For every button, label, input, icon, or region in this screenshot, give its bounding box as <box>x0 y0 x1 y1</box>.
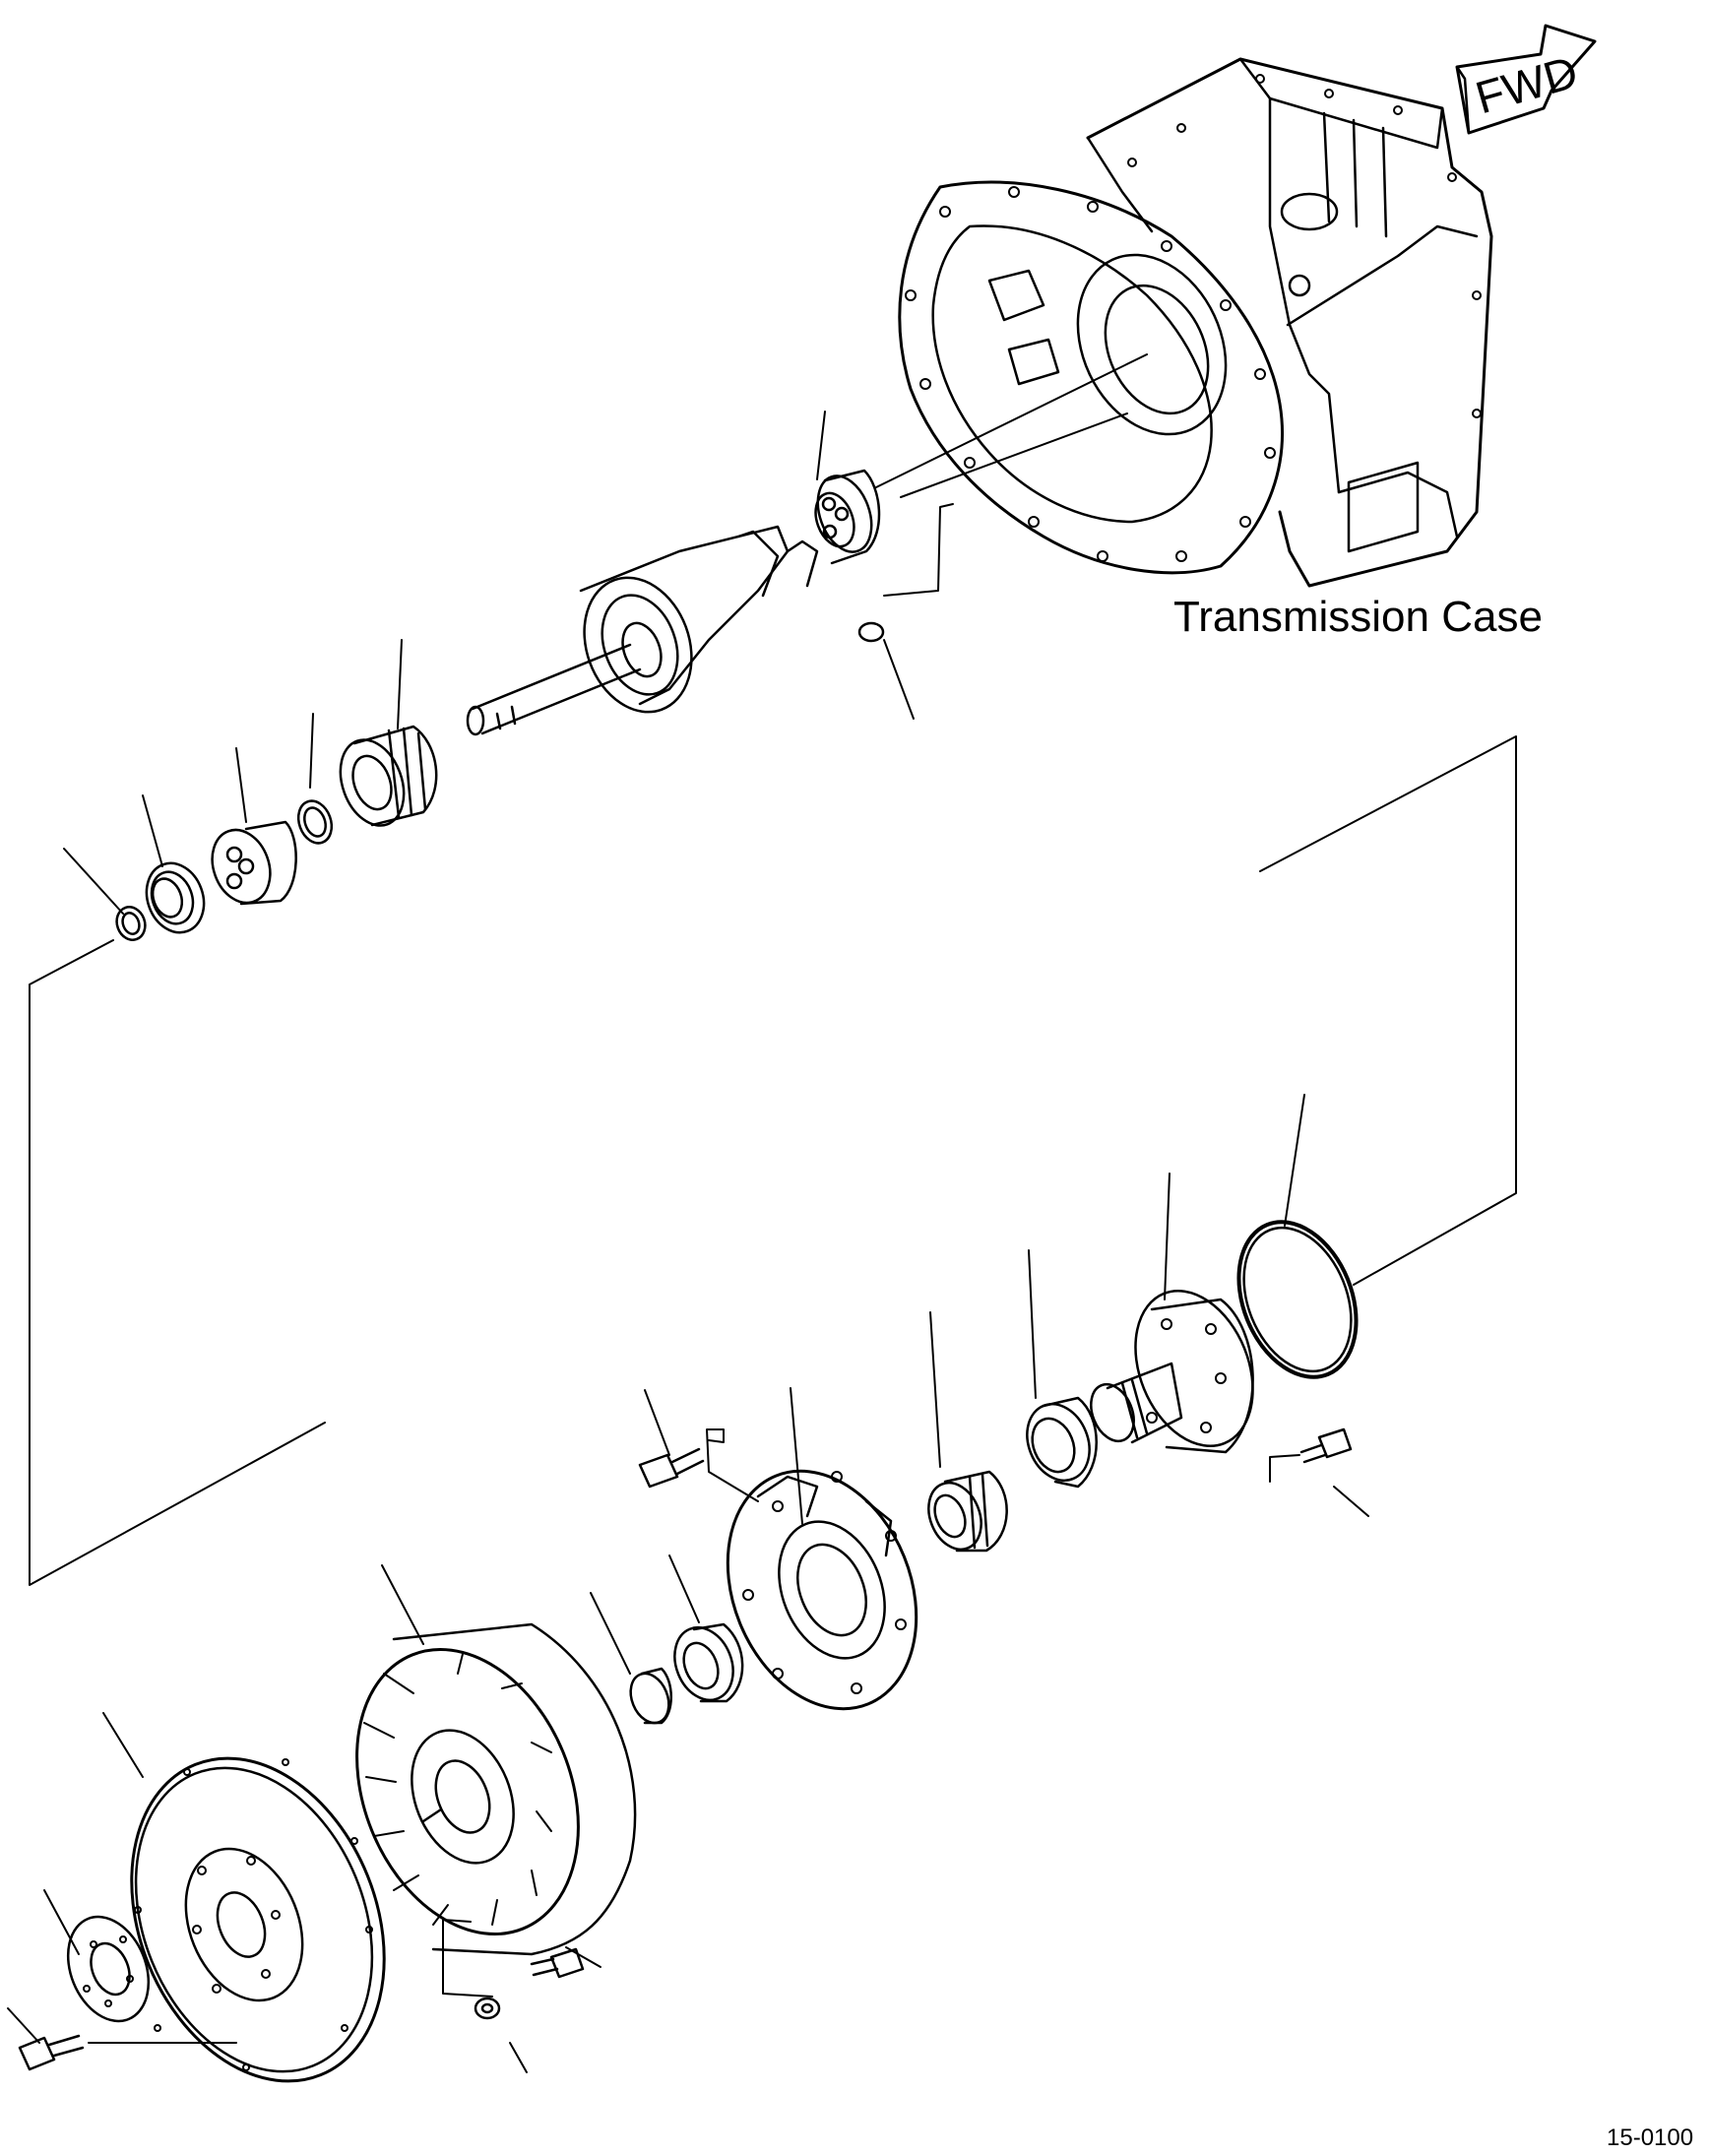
transmission-case <box>900 59 1491 586</box>
clutch-drum-shaft <box>468 527 817 734</box>
fwd-arrow: FWD <box>1457 26 1595 133</box>
o-ring-small <box>859 623 883 641</box>
needle-bearing-upper <box>203 822 296 912</box>
snap-ring-upper <box>292 796 337 848</box>
pump-bolt <box>640 1449 703 1487</box>
figure-code: 15-0100 <box>1607 2124 1694 2151</box>
sleeve-ring <box>624 1668 676 1729</box>
flex-plate <box>86 1720 430 2119</box>
pump-bearing-small <box>919 1472 1007 1557</box>
torque-converter <box>316 1617 635 1968</box>
transmission-case-label: Transmission Case <box>1173 593 1543 641</box>
washer-lower <box>475 1998 499 2018</box>
seal-ring-large <box>1217 1204 1377 1394</box>
fwd-arrow-label: FWD <box>1470 46 1583 124</box>
seal-ring-upper <box>137 856 213 941</box>
pump-body <box>694 1442 951 1737</box>
gear-bearing <box>329 727 436 835</box>
converter-bolt <box>532 1949 583 1977</box>
upper-bearing-right <box>808 469 881 563</box>
seal-lower <box>665 1618 743 1708</box>
washer-upper <box>112 903 150 944</box>
assembly-axis-lines <box>30 354 1516 1997</box>
mount-bolt <box>20 2036 83 2069</box>
callout-leaders <box>8 412 1368 2072</box>
adapter-plate <box>53 1905 163 2033</box>
stator-shaft <box>1083 1273 1274 1463</box>
stator-bolt <box>1301 1429 1351 1462</box>
pump-bearing-large <box>1016 1395 1101 1490</box>
